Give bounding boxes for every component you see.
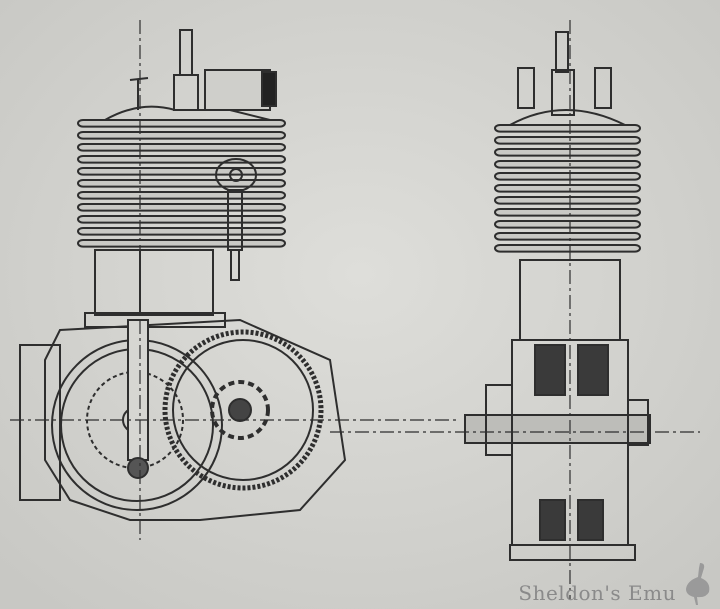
cylinder-head-fittings <box>104 29 277 121</box>
cooling-fin <box>494 208 641 217</box>
side-view-engine <box>10 20 460 540</box>
cooling-fin <box>494 124 641 133</box>
cooling-fin <box>494 220 641 229</box>
cooling-fin <box>77 155 286 164</box>
cooling-fin <box>77 239 286 248</box>
cooling-fin <box>77 227 286 236</box>
cooling-fin <box>494 148 641 157</box>
front-view-engine <box>330 20 700 600</box>
cooling-fin <box>494 196 641 205</box>
crankcase-flange <box>19 344 61 501</box>
crankshaft <box>464 414 651 444</box>
cooling-fin <box>494 160 641 169</box>
timing-gear <box>162 329 324 491</box>
cylinder-barrel <box>94 249 214 316</box>
cooling-fin <box>77 203 286 212</box>
cooling-fin <box>77 143 286 152</box>
cooling-fin <box>494 184 641 193</box>
cooling-fin <box>77 191 286 200</box>
cooling-fin <box>494 172 641 181</box>
base <box>509 544 636 561</box>
cylinder-fins <box>494 124 641 253</box>
cooling-fin <box>77 131 286 140</box>
cooling-fin <box>494 136 641 145</box>
watermark-text: Sheldon's Emu <box>518 581 676 605</box>
cooling-fin <box>77 179 286 188</box>
carburettor <box>215 158 257 281</box>
cooling-fin <box>77 215 286 224</box>
connecting-rod <box>127 319 149 461</box>
crankcase-outline <box>44 318 347 521</box>
cooling-fin <box>494 232 641 241</box>
cooling-fin <box>494 244 641 253</box>
emu-icon <box>686 563 710 605</box>
head-fittings <box>509 31 626 126</box>
cooling-fin <box>77 119 286 128</box>
